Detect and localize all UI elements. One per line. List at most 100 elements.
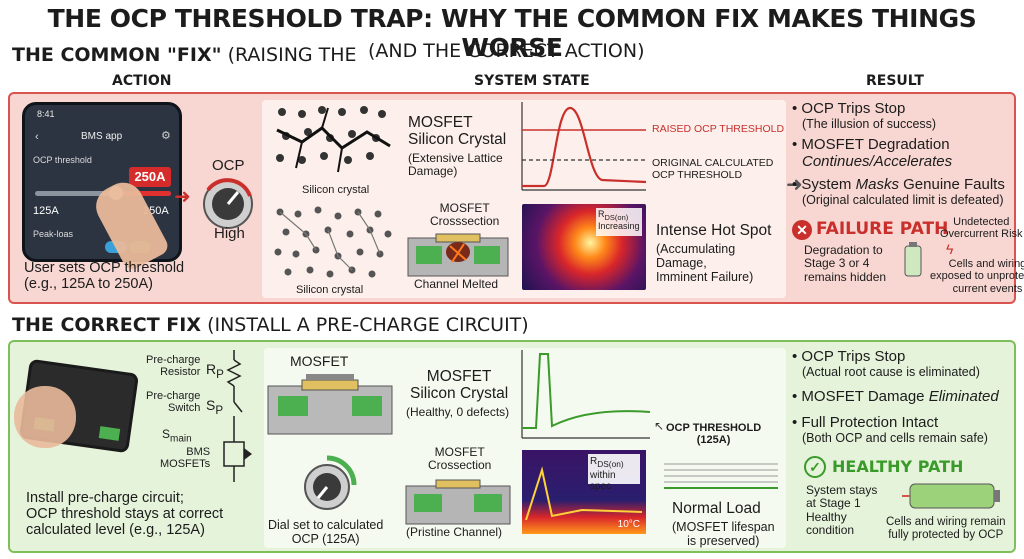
bad-result-3-italic: Masks <box>855 176 899 193</box>
peak-load-label: Peak-loas <box>33 229 74 239</box>
good-mosfet-small: (Healthy, 0 defects) <box>406 405 510 419</box>
gear-icon[interactable]: ⚙ <box>161 130 171 142</box>
good-result-1-main: OCP Trips Stop <box>801 348 906 365</box>
good-cross-title: MOSFET Crossection <box>428 445 491 473</box>
failure-left-line3: remains hidden <box>804 269 887 284</box>
sp-label: SP <box>206 397 224 417</box>
good-action-caption-line1: Install pre-charge circuit; <box>26 490 184 506</box>
knob-label: OCP <box>212 157 245 174</box>
good-thermal-image: RDS(on) within spec 10°C <box>522 450 646 534</box>
good-action-caption-line2: OCP threshold stays at correct <box>26 506 224 523</box>
smain-symbol: S <box>162 427 171 441</box>
precharge-switch-label: Pre-charge Switch <box>146 390 200 415</box>
load-title: Normal Load <box>672 500 761 517</box>
sp-symbol: S <box>206 397 216 413</box>
back-icon[interactable]: ‹ <box>35 131 39 143</box>
crystal-top-label: Silicon crystal <box>302 184 370 196</box>
good-action-caption: Install pre-charge circuit; OCP threshol… <box>26 490 223 539</box>
good-result-3-sub: (Both OCP and cells remain safe) <box>802 431 988 446</box>
melted-mosfet-crosssection <box>407 233 509 277</box>
column-header-result: RESULT <box>866 73 924 89</box>
arrow-icon: ➜ <box>174 186 191 208</box>
common-fix-panel: 8:41 ‹ BMS app ⚙ OCP threshold 250A 125A… <box>8 92 1024 304</box>
page-title: THE OCP THRESHOLD TRAP: WHY THE COMMON F… <box>47 4 977 62</box>
original-threshold-label-line2: OCP THRESHOLD <box>652 168 743 181</box>
calibrated-ocp-dial <box>304 455 357 510</box>
hotspot-title: Intense Hot Spot <box>656 222 772 239</box>
good-current-trace <box>522 353 651 429</box>
bms-mosfets-label-line2: MOSFETs <box>160 458 211 471</box>
hotspot-small-line2: Damage, <box>656 256 707 270</box>
bad-rds-state: Increasing <box>598 221 640 232</box>
defect-crystal-lattice <box>274 206 392 278</box>
bad-action-caption-line2: (e.g., 125A to 250A) <box>24 276 153 293</box>
battery-cell-icon <box>904 242 922 277</box>
good-cross-caption: (Pristine Channel) <box>406 525 503 539</box>
common-fix-heading: THE COMMON "FIX" (RAISING THE <box>12 44 357 66</box>
bms-mosfets-label-line1: BMS <box>186 446 211 458</box>
cells-protected: Cells and wiring remain fully protected … <box>886 516 1006 542</box>
good-result-3-main: Full Protection Intact <box>801 414 939 431</box>
bad-result-3-pre: System <box>801 176 856 193</box>
common-fix-heading-bold: THE COMMON "FIX" <box>12 44 222 66</box>
good-rds-symbol: R <box>590 456 598 467</box>
healthy-left: System stays at Stage 1 Healthy conditio… <box>806 483 877 538</box>
smain-label: Smain <box>162 427 192 445</box>
bad-mosfet-text-line2: Silicon Crystal <box>408 131 507 149</box>
bad-rds-subscript: DS(on) <box>604 212 629 222</box>
column-header-action: ACTION <box>112 73 172 89</box>
good-thermal-temp: 10°C <box>617 518 640 530</box>
hotspot-small-line3: Imminent Failure) <box>656 270 754 284</box>
bad-result-3-sub: (Original calculated limit is defeated) <box>802 193 1004 208</box>
bad-mosfet-small: (Extensive Lattice Damage) <box>408 151 503 179</box>
sp-subscript: P <box>215 403 224 417</box>
cells-exposed-line1: Cells and wiring <box>948 258 1024 270</box>
failure-left-line1: Degradation to <box>804 243 883 257</box>
undetected-risk-line2: Overcurrent Risk <box>940 228 1023 241</box>
failure-x-icon: ✕ <box>792 220 812 240</box>
undetected-risk: Undetected Overcurrent Risk <box>940 216 1023 241</box>
original-threshold-label-line1: ORIGINAL CALCULATED <box>652 157 774 169</box>
bad-result-2-main: MOSFET Degradation <box>801 136 950 153</box>
good-mosfet-label: MOSFET <box>290 353 349 369</box>
cracked-crystal-lattice <box>276 106 391 173</box>
bad-thermal-label: RDS(on) Increasing <box>596 208 642 236</box>
hotspot-small: (Accumulating Damage, Imminent Failure) <box>656 242 753 284</box>
failure-heading: FAILURE PATH <box>816 219 949 239</box>
hotspot-small-line1: (Accumulating <box>656 242 736 256</box>
bad-mosfet-text-line1: MOSFET <box>408 114 473 131</box>
phone-time: 8:41 <box>37 109 55 119</box>
original-threshold-label: ORIGINAL CALCULATED OCP THRESHOLD <box>652 157 774 182</box>
ocp-value-box[interactable]: 250A <box>129 167 171 187</box>
ocp-threshold-label: OCP threshold <box>33 155 92 165</box>
good-mosfet-text: MOSFET Silicon Crystal <box>410 368 508 403</box>
precharge-resistor-label-line2: Resistor <box>160 366 201 379</box>
good-result-2: • MOSFET Damage Eliminated <box>792 388 999 405</box>
cells-exposed-line2: exposed to unprotected <box>930 270 1024 283</box>
bms-mosfets-label: BMS MOSFETs <box>160 446 210 471</box>
crystal-bottom-label: Silicon crystal <box>296 284 364 296</box>
good-threshold-label: OCP THRESHOLD (125A) <box>666 422 761 447</box>
healthy-left-line2: at Stage 1 <box>806 496 861 511</box>
undetected-risk-line1: Undetected <box>953 216 1010 228</box>
bad-cross-title-line1: MOSFET <box>439 201 490 215</box>
healthy-heading: HEALTHY PATH <box>832 457 964 476</box>
bad-result-3: • System Masks Genuine Faults(Original c… <box>792 176 1005 208</box>
bad-mosfet-text: MOSFET Silicon Crystal <box>408 114 506 149</box>
bad-cross-title: MOSFET Crosssection <box>430 201 499 229</box>
precharge-resistor-label-line1: Pre-charge <box>146 354 201 366</box>
good-mosfet-text-line2: Silicon Crystal <box>410 385 509 403</box>
bad-result-3-post: Genuine Faults <box>898 176 1005 193</box>
good-rds-subscript: DS(on) <box>597 459 624 469</box>
bad-result-1: • OCP Trips Stop(The illusion of success… <box>792 100 937 132</box>
column-header-state: SYSTEM STATE <box>474 73 590 89</box>
knob-caption-line2: OCP (125A) <box>291 532 360 546</box>
load-small: (MOSFET lifespan is preserved) <box>672 520 775 548</box>
slider-min-label: 125A <box>33 205 59 217</box>
good-rds-state: within spec <box>590 469 616 493</box>
knob-level: High <box>214 225 245 242</box>
good-cross-title-line1: MOSFET <box>434 445 485 459</box>
cells-exposed-line3: current events <box>952 282 1023 295</box>
knob-caption-line1: Dial set to calculated <box>268 518 384 532</box>
